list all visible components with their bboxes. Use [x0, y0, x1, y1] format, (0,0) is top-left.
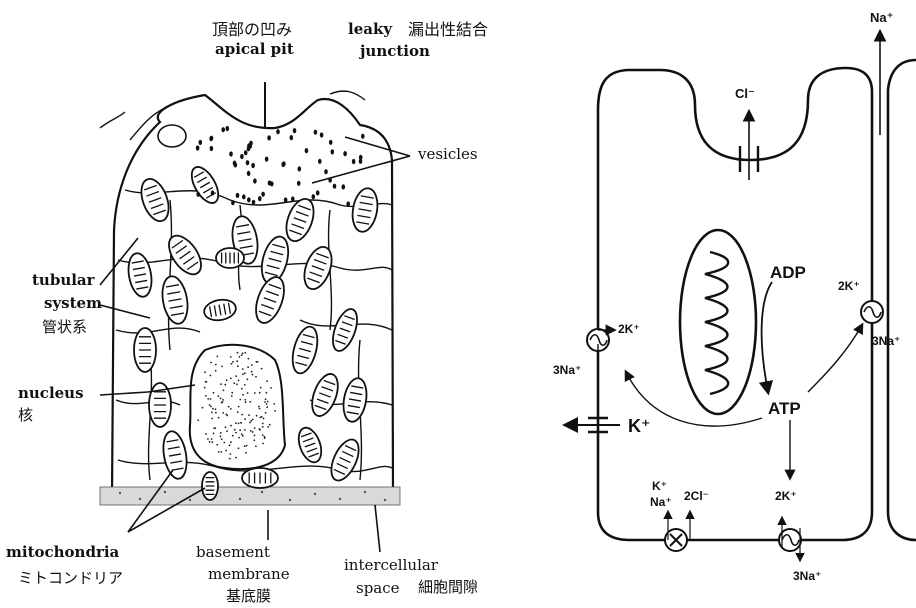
- k-channel-label: K⁺: [628, 416, 651, 436]
- pump-left-2k-label: 2K⁺: [618, 322, 640, 336]
- pump-bottom-3na-label: 3Na⁺: [793, 569, 821, 583]
- cl-label: Cl⁻: [735, 86, 755, 101]
- atp-label: ATP: [768, 399, 801, 418]
- adp-label: ADP: [770, 263, 806, 282]
- mitochondrion: [680, 230, 756, 414]
- na-top-label: Na⁺: [870, 10, 893, 25]
- pump-right-2k-label: 2K⁺: [838, 279, 860, 293]
- pump-right-3na-label: 3Na⁺: [872, 334, 900, 348]
- pump-bottom-2k-label: 2K⁺: [775, 489, 797, 503]
- cotrans-2cl-label: 2Cl⁻: [684, 489, 709, 503]
- cotrans-k-label: K⁺: [652, 479, 667, 493]
- neighbour-cell-edge: [888, 60, 916, 540]
- pump-left-3na-label: 3Na⁺: [553, 363, 581, 377]
- cotrans-na-label: Na⁺: [650, 495, 672, 509]
